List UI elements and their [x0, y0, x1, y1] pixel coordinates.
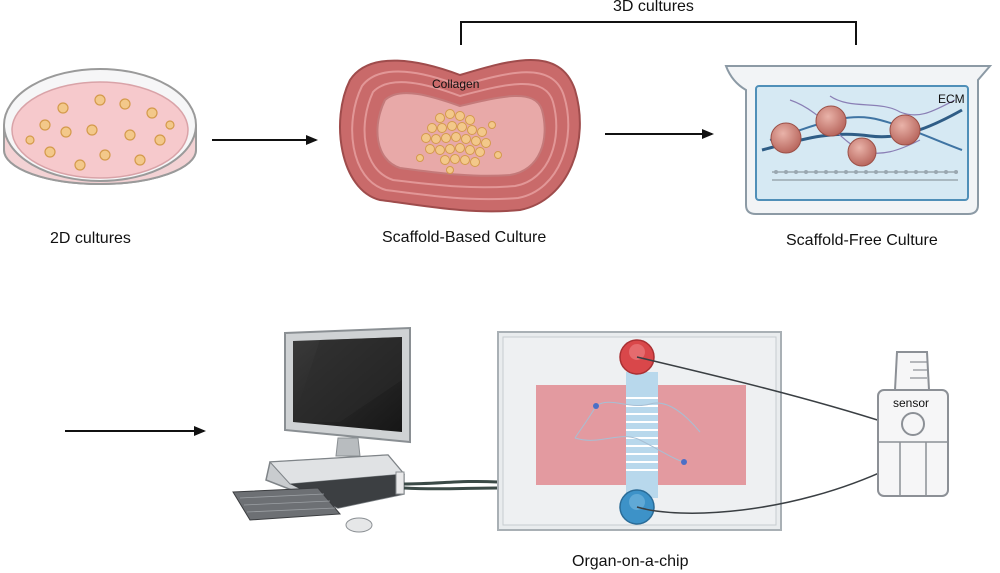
label-3d-cultures: 3D cultures: [613, 0, 694, 15]
sensor-icon: [877, 351, 949, 497]
ecm-tank-icon: [724, 65, 993, 215]
label-ecm: ECM: [938, 92, 965, 106]
label-2d-cultures: 2D cultures: [50, 230, 131, 247]
3d-cultures-bracket: [460, 21, 857, 45]
label-scaffold-based: Scaffold-Based Culture: [382, 229, 547, 246]
label-sensor: sensor: [893, 396, 930, 410]
collagen-scaffold-icon: [339, 59, 581, 213]
label-scaffold-free: Scaffold-Free Culture: [786, 232, 938, 249]
label-organ-on-chip: Organ-on-a-chip: [572, 553, 689, 570]
computer-icon: [232, 326, 499, 533]
label-collagen: Collagen: [432, 77, 480, 91]
petri-dish-icon: [3, 68, 197, 185]
organ-chip-icon: [497, 331, 891, 531]
